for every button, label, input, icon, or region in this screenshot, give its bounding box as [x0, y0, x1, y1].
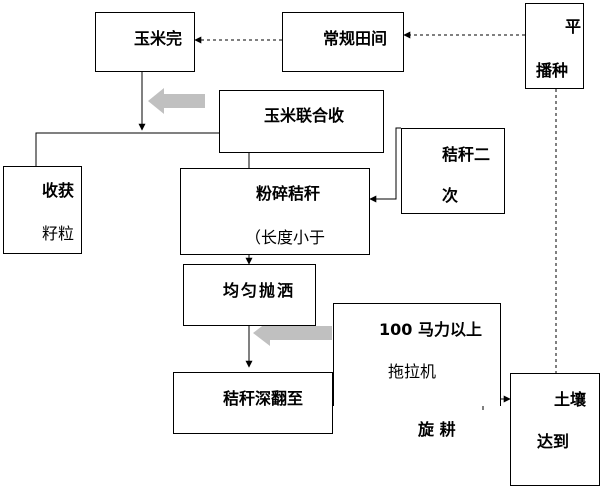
- node-normal-field: 常规田间: [282, 12, 404, 72]
- node-corn-finish: 玉米完: [95, 12, 195, 72]
- node-corn-finish-label: 玉米完: [134, 29, 183, 48]
- node-flat-sow-label-2: 播种: [536, 61, 569, 80]
- node-normal-field-label: 常规田间: [323, 29, 388, 48]
- node-deep-plow: 秸秆深翻至: [173, 372, 333, 434]
- node-crush-straw: 粉碎秸秆 （长度小于: [180, 168, 370, 255]
- wide-arrow-upper: [148, 88, 205, 114]
- node-corn-combine: 玉米联合收: [219, 90, 384, 153]
- line-harvest-branch: [35, 132, 219, 166]
- node-flat-sow-label-1: 平: [565, 17, 582, 36]
- node-crush-label-2: （长度小于: [245, 228, 326, 247]
- node-straw-twice: 秸秆二 次: [401, 128, 505, 214]
- node-corn-combine-label: 玉米联合收: [264, 106, 345, 125]
- node-tractor-label-1: 100 马力以上: [379, 320, 482, 339]
- node-soil-reach: 土壤 达到: [510, 373, 600, 486]
- node-straw-twice-label-1: 秸秆二: [442, 145, 491, 164]
- node-soil-label-2: 达到: [537, 432, 570, 451]
- node-tractor-label-2: 拖拉机: [388, 362, 437, 381]
- node-soil-label-1: 土壤: [554, 390, 587, 409]
- node-harvest-label-1: 收获: [42, 181, 75, 200]
- rotary-till-label: 旋 耕: [418, 420, 456, 439]
- node-harvest-grain: 收获 籽粒: [3, 166, 82, 254]
- node-even-spread-label: 均匀抛洒: [223, 281, 296, 300]
- arrow-straw-twice-to-crush: [369, 127, 401, 203]
- wide-arrow-lower: [253, 320, 332, 346]
- node-even-spread: 均匀抛洒: [183, 264, 316, 326]
- node-flat-sow: 平 播种: [525, 3, 584, 89]
- node-harvest-label-2: 籽粒: [42, 224, 75, 243]
- node-straw-twice-label-2: 次: [442, 186, 459, 205]
- node-crush-label-1: 粉碎秸秆: [256, 184, 321, 203]
- node-deep-plow-label: 秸秆深翻至: [223, 389, 304, 408]
- node-tractor: 100 马力以上 拖拉机: [333, 303, 501, 406]
